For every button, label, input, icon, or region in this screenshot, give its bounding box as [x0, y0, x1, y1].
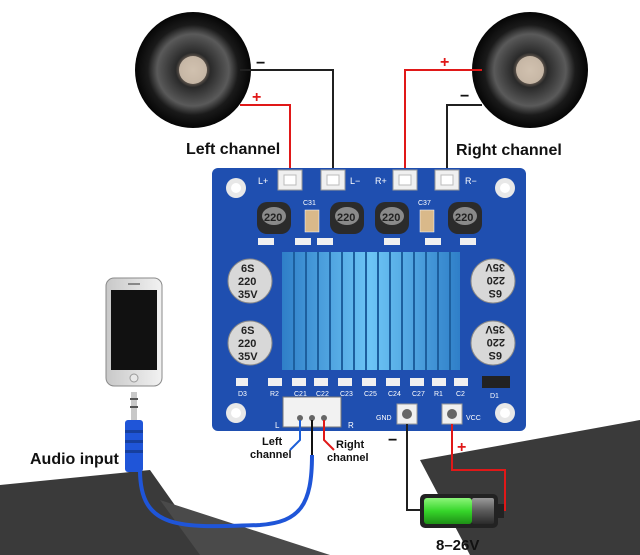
- svg-text:C22: C22: [316, 391, 329, 398]
- svg-text:R: R: [348, 421, 354, 430]
- svg-text:220: 220: [382, 212, 400, 224]
- jack-right-label-2: channel: [327, 452, 369, 464]
- left-channel-label: Left channel: [186, 141, 280, 158]
- wire-gnd: [406, 424, 420, 511]
- speaker-right: [472, 12, 588, 128]
- svg-text:C25: C25: [364, 391, 377, 398]
- svg-text:35V: 35V: [238, 351, 258, 363]
- svg-text:R1: R1: [434, 391, 443, 398]
- silk-l-minus: L−: [350, 176, 360, 186]
- jack-left-label-2: channel: [250, 449, 292, 461]
- audio-input-label: Audio input: [30, 451, 120, 468]
- inductor-2: 220: [330, 202, 364, 234]
- jack-left-label-1: Left: [262, 436, 283, 448]
- terminal-l-minus: [320, 169, 346, 191]
- silk-r-plus: R+: [375, 176, 387, 186]
- svg-text:6S: 6S: [489, 287, 502, 299]
- right-channel-label: Right channel: [456, 142, 562, 159]
- capacitor-right-top: 6S 220 35V: [470, 258, 516, 304]
- svg-text:35V: 35V: [238, 289, 258, 301]
- svg-text:220: 220: [337, 212, 355, 224]
- svg-text:D3: D3: [238, 391, 247, 398]
- silk-vcc: VCC: [466, 415, 481, 422]
- svg-text:6S: 6S: [241, 263, 254, 275]
- capacitor-left-top: 6S 220 35V: [227, 258, 273, 304]
- svg-text:35V: 35V: [485, 261, 505, 273]
- svg-text:C21: C21: [294, 391, 307, 398]
- inductor-3: 220: [375, 202, 409, 234]
- svg-text:35V: 35V: [485, 323, 505, 335]
- smd-row-bottom: [236, 376, 510, 388]
- wire-left-negative: [240, 69, 334, 178]
- heatsink: [282, 252, 460, 370]
- silk-r-minus: R−: [465, 176, 477, 186]
- jack-right-label-1: Right: [336, 439, 364, 451]
- audio-cable: [138, 454, 314, 529]
- floor-left: [0, 470, 210, 555]
- capacitor-left-bottom: 6S 220 35V: [227, 320, 273, 366]
- svg-text:220: 220: [487, 336, 505, 348]
- silk-bottom-labels: D3 R2 C21 C22 C23 C25 C24 C27 R1 C2 D1 L…: [238, 391, 499, 430]
- battery: [420, 494, 504, 528]
- phone: [105, 277, 163, 387]
- capacitor-right-bottom: 6S 220 35V: [470, 320, 516, 366]
- voltage-label: 8–26V: [436, 537, 479, 554]
- terminal-vcc: [441, 403, 463, 425]
- svg-text:R2: R2: [270, 391, 279, 398]
- silk-c37: C37: [418, 200, 431, 207]
- amplifier-board: L+ L− R+ R− 220 220 220 220 C31 C37 6S 2…: [212, 168, 526, 431]
- signal-wires: [289, 420, 335, 455]
- svg-text:C2: C2: [456, 391, 465, 398]
- smd-row-top: [258, 238, 476, 245]
- vcc-plus-sign: +: [457, 439, 466, 456]
- svg-text:C23: C23: [340, 391, 353, 398]
- speaker-left: [135, 12, 251, 128]
- audio-jack-plug: [125, 392, 143, 472]
- silk-c31: C31: [303, 200, 316, 207]
- left-negative-sign: −: [256, 55, 265, 72]
- svg-text:220: 220: [455, 212, 473, 224]
- silk-l-plus: L+: [258, 176, 268, 186]
- inductor-1: 220: [257, 202, 291, 234]
- svg-text:C27: C27: [412, 391, 425, 398]
- terminal-r-plus: [392, 169, 418, 191]
- svg-text:220: 220: [238, 276, 256, 288]
- inductor-4: 220: [448, 202, 482, 234]
- svg-text:220: 220: [238, 338, 256, 350]
- wire-right-positive: [404, 69, 482, 178]
- svg-text:D1: D1: [490, 393, 499, 400]
- right-positive-sign: +: [440, 54, 449, 71]
- right-negative-sign: −: [460, 88, 469, 105]
- terminal-l-plus: [277, 169, 303, 191]
- svg-text:6S: 6S: [241, 325, 254, 337]
- terminal-gnd: [396, 403, 418, 425]
- left-positive-sign: +: [252, 89, 261, 106]
- terminal-r-minus: [434, 169, 460, 191]
- wire-left-positive: [240, 104, 291, 178]
- svg-text:6S: 6S: [489, 349, 502, 361]
- svg-text:220: 220: [264, 212, 282, 224]
- gnd-minus-sign: −: [388, 432, 397, 449]
- wire-right-negative: [446, 104, 482, 178]
- svg-text:220: 220: [487, 274, 505, 286]
- svg-text:C24: C24: [388, 391, 401, 398]
- svg-text:L: L: [275, 421, 280, 430]
- silk-gnd: GND: [376, 415, 392, 422]
